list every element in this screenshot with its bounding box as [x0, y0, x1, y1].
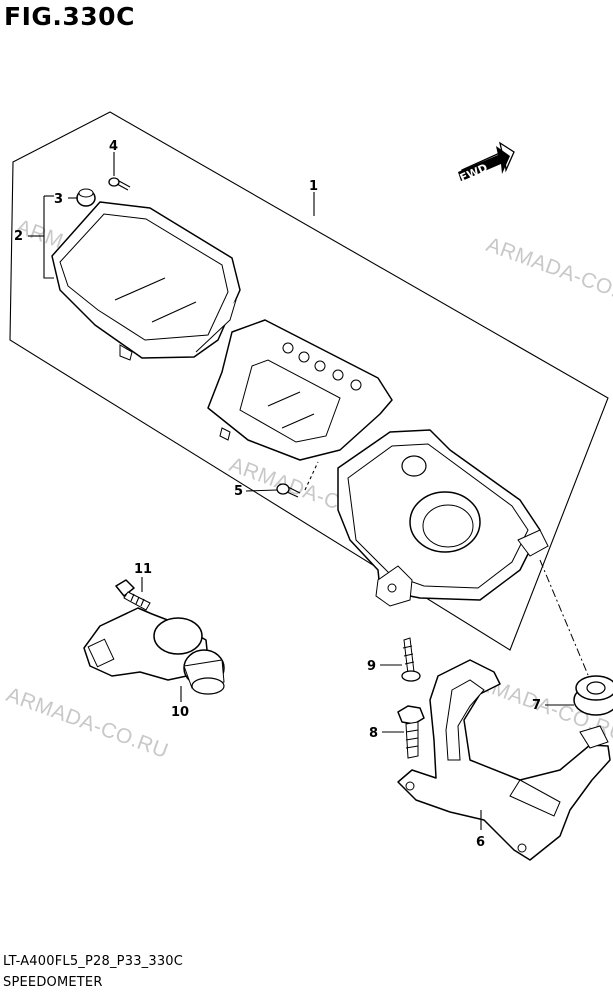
meter-display-part	[207, 319, 393, 461]
callout-8: 8	[369, 726, 378, 741]
figure-title: FIG.330C	[4, 2, 135, 31]
bracket-part	[397, 659, 611, 861]
meter-cover-part	[51, 201, 241, 361]
model-code: LT-A400FL5_P28_P33_330C	[3, 954, 184, 969]
callout-10: 10	[171, 705, 189, 720]
flange-bolt-part	[397, 705, 425, 759]
tapping-screw-part	[401, 637, 421, 682]
callout-6: 6	[476, 835, 485, 850]
forward-direction-arrow-icon: FWD	[458, 141, 515, 185]
assembly-boundary	[9, 111, 609, 651]
callout-7: 7	[532, 698, 541, 713]
callout-2: 2	[14, 229, 23, 244]
callout-9: 9	[367, 659, 376, 674]
speed-sensor-part	[83, 607, 225, 695]
callout-4: 4	[109, 139, 118, 154]
section-name: SPEEDOMETER	[3, 975, 103, 990]
callout-3: 3	[54, 192, 63, 207]
callout-11: 11	[134, 562, 152, 577]
meter-case-part	[337, 429, 549, 607]
bolt-part-11	[115, 579, 151, 611]
small-screw-part	[108, 177, 131, 191]
grommet-part	[573, 675, 613, 716]
screw-part-5	[276, 483, 301, 498]
watermark: ARMADA-CO.RU	[483, 233, 613, 313]
callout-5: 5	[234, 484, 243, 499]
callout-1: 1	[309, 179, 318, 194]
cap-part	[76, 188, 96, 207]
watermark: ARMADA-CO.RU	[3, 683, 171, 763]
